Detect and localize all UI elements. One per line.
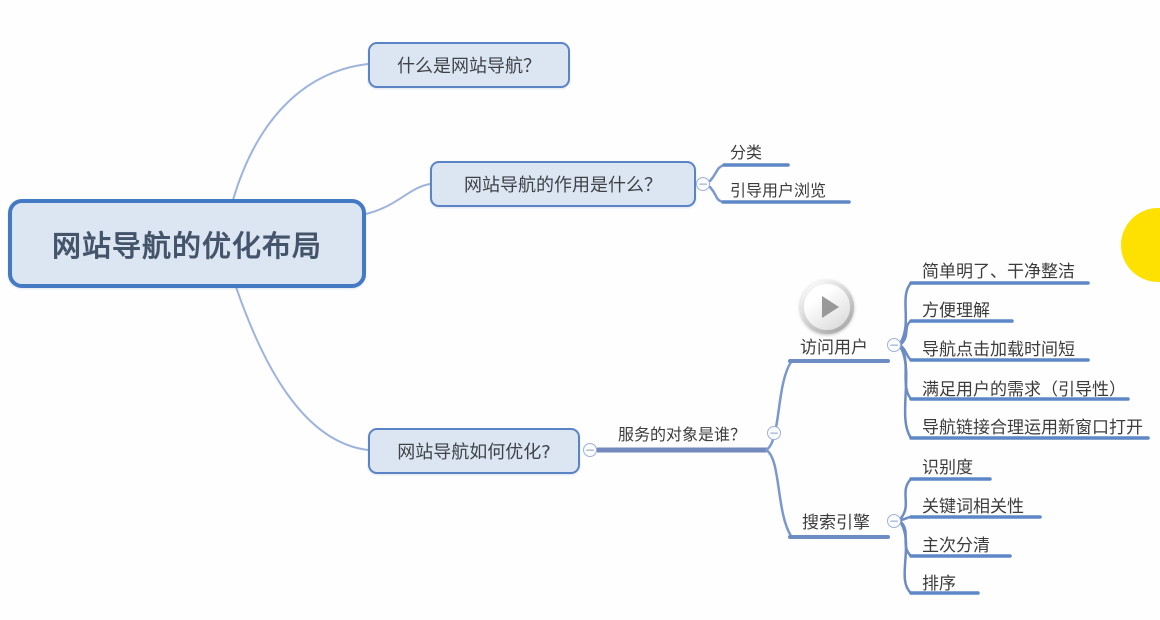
root-topic[interactable]: 网站导航的优化布局 [8,199,366,288]
minus-icon: − [697,176,709,191]
curve-fangwen-c5 [899,346,913,440]
topic-nav-purpose[interactable]: 网站导航的作用是什么？ [430,161,696,207]
minus-icon: − [584,442,596,457]
topic-label: 导航链接合理运用新窗口打开 [922,418,1143,438]
collapse-toggle-sousuo-yinqing[interactable]: − [887,514,901,528]
curve-branch2-to-yindao [708,185,725,204]
topic-label: 简单明了、干净整洁 [922,262,1075,282]
topic-label: 服务的对象是谁？ [618,425,747,444]
topic-label: 引导用户浏览 [730,181,827,200]
topic-daohang-lianjie[interactable]: 导航链接合理运用新窗口打开 [922,413,1143,438]
topic-label: 搜索引擎 [802,513,870,533]
topic-shibiedu[interactable]: 识别度 [922,453,973,478]
topic-label: 网站导航如何优化? [397,442,551,463]
collapse-toggle-fangwen-yonghu[interactable]: − [887,338,901,352]
topic-label: 导航点击加载时间短 [922,340,1075,360]
curve-sousuo-c1 [899,477,913,520]
topic-label: 关键词相关性 [922,497,1024,517]
curve-fuwu-to-sousuo [764,448,793,538]
topic-yindao-yonghu[interactable]: 引导用户浏览 [730,177,826,201]
topic-fangwen-yonghu[interactable]: 访问用户 [800,333,868,358]
collapse-toggle-how-to-optimize[interactable]: − [583,443,597,457]
topic-guanjianci[interactable]: 关键词相关性 [922,492,1024,517]
curve-branch2-to-fenlei [708,163,726,183]
topic-label: 访问用户 [800,338,868,358]
root-topic-label: 网站导航的优化布局 [51,228,322,263]
topic-label: 什么是网站导航？ [397,56,541,77]
curve-root-to-branch1 [232,63,369,201]
curve-fuwu-to-fangwen [764,360,793,452]
topic-jiandan-mingliao[interactable]: 简单明了、干净整洁 [922,257,1075,282]
collapse-toggle-service-target[interactable]: − [767,426,781,440]
play-triangle-icon [821,296,839,318]
minus-icon: − [888,337,900,352]
curve-sousuo-c4 [899,521,913,595]
collapse-toggle-nav-purpose[interactable]: − [696,177,710,191]
topic-what-is-site-nav[interactable]: 什么是网站导航？ [368,42,570,88]
minus-icon: − [768,425,780,440]
play-icon[interactable] [800,280,854,334]
topic-how-to-optimize[interactable]: 网站导航如何优化? [368,428,580,474]
minus-icon: − [888,513,900,528]
topic-service-target[interactable]: 服务的对象是谁？ [618,421,746,445]
topic-daohang-dianji[interactable]: 导航点击加载时间短 [922,335,1075,360]
curve-fangwen-c2 [899,319,913,346]
topic-label: 网站导航的作用是什么？ [464,175,662,196]
topic-label: 方便理解 [922,301,990,321]
topic-label: 识别度 [922,458,973,478]
curve-root-to-branch2 [365,183,431,215]
topic-label: 主次分清 [922,536,990,556]
topic-fangbian-lijie[interactable]: 方便理解 [922,296,990,321]
topic-label: 分类 [730,143,763,162]
topic-zhuci-fenqing[interactable]: 主次分清 [922,531,990,556]
topic-manzu-xuqiu[interactable]: 满足用户的需求（引导性） [922,375,1126,400]
topic-sousuo-yinqing[interactable]: 搜索引擎 [802,508,870,533]
play-icon-inner [804,284,850,330]
topic-paixu[interactable]: 排序 [922,569,956,594]
topic-fenlei[interactable]: 分类 [730,139,762,163]
curve-fangwen-c1 [899,281,913,344]
topic-label: 排序 [922,574,956,594]
curve-root-to-branch3 [235,286,369,451]
topic-label: 满足用户的需求（引导性） [922,380,1126,400]
